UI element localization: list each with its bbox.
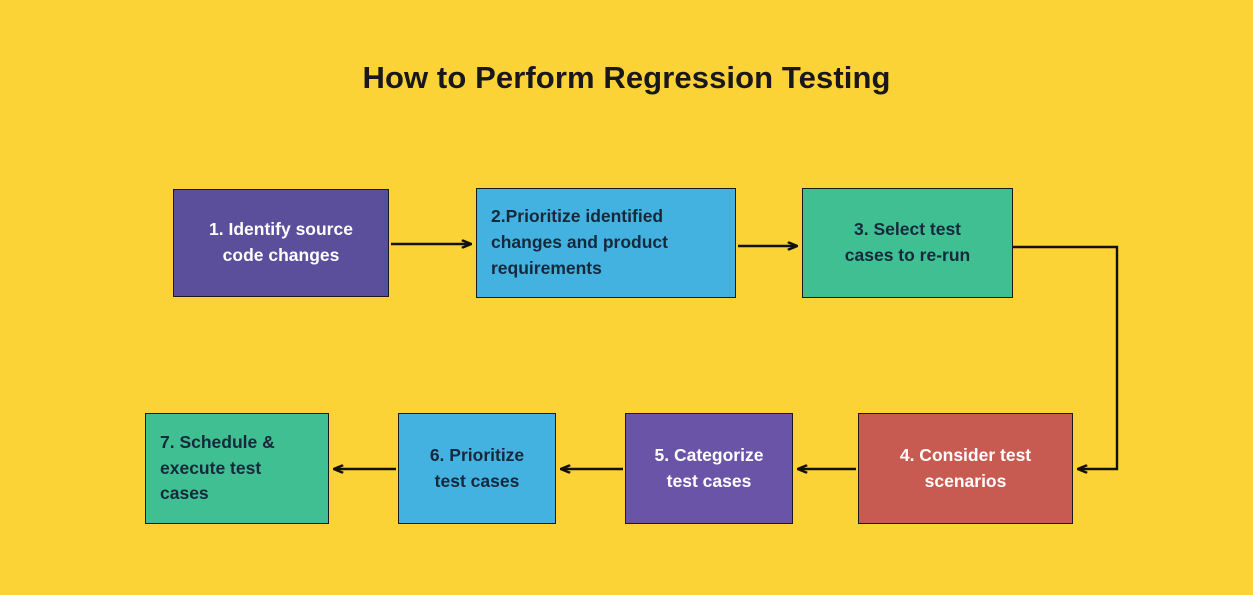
flow-node-step-2-label: 2.Prioritize identified changes and prod… xyxy=(491,206,668,278)
flow-node-step-7[interactable]: 7. Schedule & execute test cases xyxy=(145,413,329,524)
flow-node-step-6-label: 6. Prioritize test cases xyxy=(429,444,525,491)
flow-node-step-4-label: 4. Consider test scenarios xyxy=(899,444,1032,491)
flow-node-step-4[interactable]: 4. Consider test scenarios xyxy=(858,413,1073,524)
flow-node-step-1-label: 1. Identify source code changes xyxy=(209,219,353,265)
flow-node-step-3[interactable]: 3. Select test cases to re-run xyxy=(802,188,1013,298)
page-title: How to Perform Regression Testing xyxy=(362,60,891,95)
flow-node-step-7-label: 7. Schedule & execute test cases xyxy=(160,431,275,504)
flow-node-step-3-label: 3. Select test cases to re-run xyxy=(844,219,971,265)
flow-node-step-5[interactable]: 5. Categorize test cases xyxy=(625,413,793,524)
flow-node-step-6[interactable]: 6. Prioritize test cases xyxy=(398,413,556,524)
flow-node-step-5-label: 5. Categorize test cases xyxy=(654,444,764,491)
flow-node-step-1[interactable]: 1. Identify source code changes xyxy=(173,189,389,297)
flow-node-step-2[interactable]: 2.Prioritize identified changes and prod… xyxy=(476,188,736,298)
